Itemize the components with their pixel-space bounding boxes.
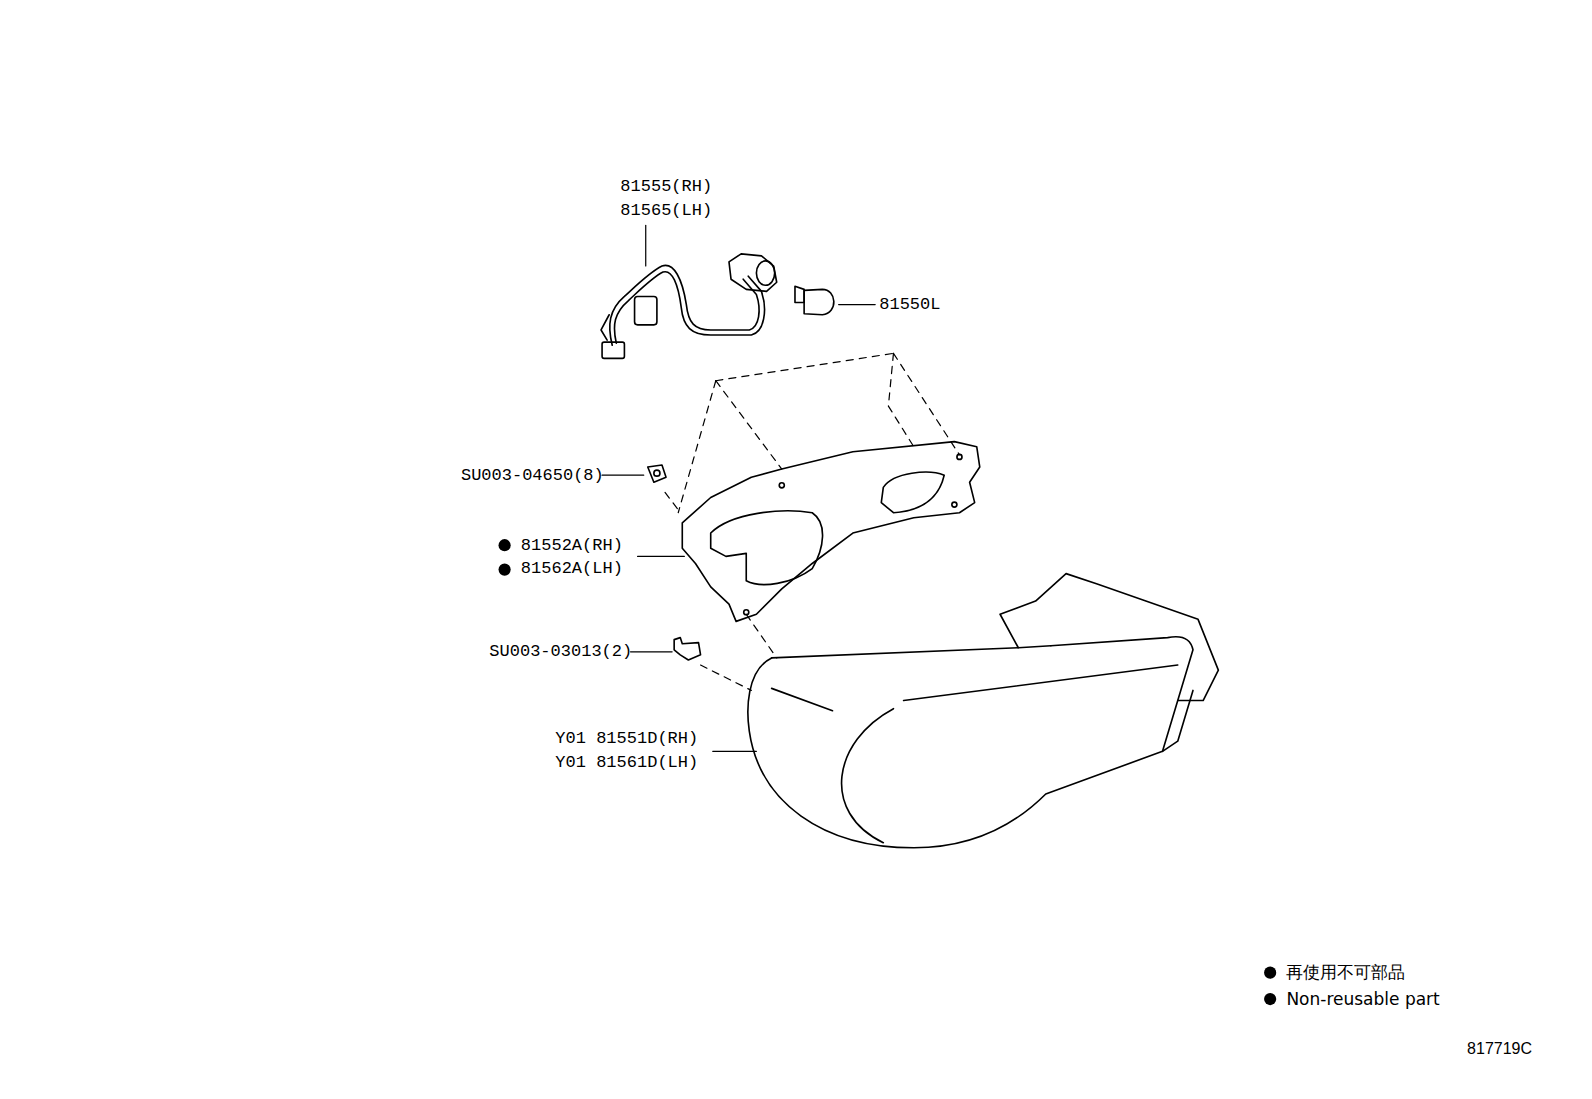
part-number: Y01 81551D(RH) — [555, 730, 698, 747]
part-number: 81552A(RH) — [521, 537, 623, 554]
legend-text: 再使用不可部品 — [1286, 964, 1405, 981]
part-number: SU003-04650(8) — [461, 467, 604, 484]
legend-text: Non-reusable part — [1286, 991, 1439, 1008]
part-number: Y01 81561D(LH) — [555, 754, 698, 771]
part-number: SU003-03013(2) — [489, 643, 632, 660]
part-number: 81562A(LH) — [521, 560, 623, 577]
part-number: 817719C — [1467, 1041, 1532, 1057]
part-number: 81565(LH) — [620, 202, 712, 219]
part-number: 81555(RH) — [620, 178, 712, 195]
part-number: 81550L — [879, 296, 940, 313]
